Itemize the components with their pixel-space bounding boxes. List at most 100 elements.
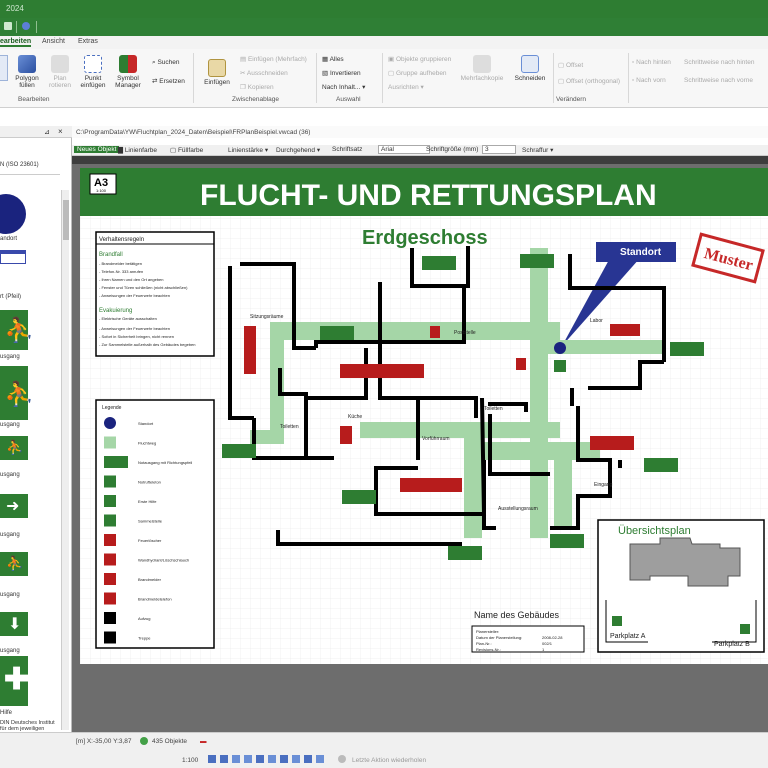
room-labor: Labor <box>590 318 603 324</box>
tab-ansicht[interactable]: Ansicht <box>42 38 65 45</box>
plan-sheet[interactable]: A3 1:100 FLUCHT- UND RETTUNGSPLAN Erdges… <box>80 168 768 664</box>
evakuierung-title: Evakuierung <box>99 308 132 314</box>
fuellfarbe-dropdown[interactable]: ▢ Füllfarbe <box>170 147 204 154</box>
snap-toggle-icon[interactable] <box>220 755 228 763</box>
schrittweise-vorne-button[interactable]: Schrittweise nach vorne <box>684 77 754 84</box>
offset-icon: ▢ <box>558 62 566 69</box>
alles-button[interactable]: ▦ Alles <box>322 56 344 63</box>
close-icon[interactable]: × <box>58 127 63 136</box>
room-toiletten-b: Toiletten <box>484 406 503 412</box>
einfuegen-mehrfach-button[interactable]: ▤ Einfügen (Mehrfach) <box>240 56 307 63</box>
legend-item-label: Erste Hilfe <box>138 499 157 504</box>
object-count: 435 Objekte <box>152 738 188 745</box>
symbol-arrow-down[interactable]: ⬇ <box>0 612 28 636</box>
fire-equipment <box>244 324 640 492</box>
nach-hinten-button[interactable]: ▫ Nach hinten <box>632 59 671 66</box>
info-rows: Planersteller:Datum der Planerstellung:2… <box>476 629 563 652</box>
pin-icon[interactable]: ⊿ <box>44 129 50 136</box>
offset-orthogonal-button[interactable]: ▢ Offset (orthogonal) <box>558 78 621 85</box>
legend-item: Fluchtweg <box>104 436 156 449</box>
app-menu-icon[interactable] <box>4 22 12 30</box>
legend-item: Sammelstelle <box>104 514 163 527</box>
nach-inhalt-button[interactable]: Nach Inhalt... ▾ <box>322 84 366 91</box>
scissors-icon <box>521 55 539 73</box>
symbol-exit-combo[interactable]: ⛹ <box>0 552 28 576</box>
symbol-exit-left[interactable]: ⛹ <box>0 310 34 350</box>
kopieren-button[interactable]: ❐ Kopieren <box>240 84 274 91</box>
linienfarbe-dropdown[interactable]: ▇ Linienfarbe <box>118 147 157 154</box>
print-icon[interactable] <box>304 755 312 763</box>
walls <box>228 246 666 546</box>
legend-item-label: Feuerlöscher <box>138 538 162 543</box>
plan-rotieren-button[interactable]: Plan rotieren <box>46 55 74 89</box>
symbol-arrow-right[interactable]: ➜ <box>0 494 28 518</box>
legend-item-label: Notausgang mit Richtungspfeil <box>138 460 192 465</box>
legend-item-label: Treppe <box>138 636 151 641</box>
document-path: C:\ProgramData\YW\Fluchtplan_2024_Daten\… <box>76 129 311 136</box>
linienstaerke-dropdown[interactable]: Linienstärke ▾ <box>228 147 269 154</box>
standort-icon <box>104 417 116 429</box>
nach-vorn-button[interactable]: ▫ Nach vorn <box>632 77 666 84</box>
status-ok-icon <box>140 737 148 745</box>
schriftgroesse-input[interactable]: 3 <box>482 145 516 154</box>
select-tool-icon[interactable] <box>0 55 8 81</box>
redo-icon[interactable] <box>338 755 346 763</box>
font-select[interactable]: Arial <box>378 145 430 154</box>
fire-symbol <box>430 326 440 338</box>
legend-item-label: Sammelstelle <box>138 519 163 524</box>
tab-extras[interactable]: Extras <box>78 38 98 45</box>
ausrichten-button[interactable]: Ausrichten ▾ <box>388 84 424 91</box>
tab-bearbeiten[interactable]: earbeiten <box>0 38 32 47</box>
ortho-toggle-icon[interactable] <box>232 755 240 763</box>
gruppe-aufheben-button[interactable]: ▢ Gruppe aufheben <box>388 70 447 77</box>
schrittweise-hinten-button[interactable]: Schrittweise nach hinten <box>684 59 755 66</box>
linientyp-dropdown[interactable]: Durchgehend ▾ <box>276 147 321 154</box>
neues-objekt-button[interactable]: Neues Objekt <box>74 146 120 153</box>
ersetzen-button[interactable]: ⇄ Ersetzen <box>152 78 185 85</box>
layer-icon[interactable] <box>244 755 252 763</box>
parkplatz-b-outline <box>712 600 757 643</box>
invertieren-button[interactable]: ▧ Invertieren <box>322 70 361 77</box>
info-value: 2008-02-28 <box>542 635 563 640</box>
mehrfachkopie-button[interactable]: Mehrfachkopie <box>460 55 504 82</box>
einfuegen-button[interactable]: Einfügen <box>200 59 234 86</box>
undo-icon[interactable] <box>316 755 324 763</box>
schneiden-button[interactable]: Schneiden <box>512 55 548 82</box>
polygon-fuellen-button[interactable]: Polygon füllen <box>12 55 42 89</box>
zoom-icon[interactable] <box>256 755 264 763</box>
letzte-aktion-button[interactable]: Letzte Aktion wiederholen <box>352 757 427 764</box>
first-aid-icon <box>104 495 116 507</box>
objekte-gruppieren-button[interactable]: ▣ Objekte gruppieren <box>388 56 452 63</box>
bring-front-icon: ▫ <box>632 77 637 84</box>
verhaltensregeln-box <box>95 231 215 357</box>
symbol-label: andort <box>0 236 18 242</box>
scrollbar-thumb[interactable] <box>63 200 69 240</box>
schraffur-dropdown[interactable]: Schraffur ▾ <box>522 147 554 154</box>
symbol-manager-button[interactable]: Symbol Manager <box>112 55 144 89</box>
fit-icon[interactable] <box>280 755 288 763</box>
symbol-standort[interactable] <box>0 194 26 234</box>
ausschneiden-button[interactable]: ✂ Ausschneiden <box>240 70 288 77</box>
scale-value[interactable]: 1:100 <box>182 757 199 764</box>
standort-marker <box>554 342 566 354</box>
qat-separator <box>16 21 17 33</box>
measure-icon[interactable] <box>292 755 300 763</box>
room-kueche: Küche <box>348 414 362 420</box>
save-icon[interactable] <box>22 22 30 30</box>
send-back-icon: ▫ <box>632 59 637 66</box>
legend-item: Notrufteleton <box>104 475 161 488</box>
info-key: Revisions-Nr.: <box>476 647 501 652</box>
symbol-label: usgang <box>0 354 20 360</box>
grid-toggle-icon[interactable] <box>208 755 216 763</box>
symbol-exit-door[interactable]: ⛹ <box>0 366 34 420</box>
symbol-panel-scrollbar[interactable] <box>61 190 69 730</box>
offset-button[interactable]: ▢ Offset <box>558 62 584 69</box>
suchen-button[interactable]: ⌕ Suchen <box>152 59 180 66</box>
ribbon: Polygon füllen Plan rotieren Punkt einfü… <box>0 49 768 108</box>
brandfall-item: - Anweisungen der Feuerwehr beachten <box>99 293 170 298</box>
pan-icon[interactable] <box>268 755 276 763</box>
symbol-exit-small[interactable]: ⛹ <box>0 436 28 460</box>
symbol-standort-pfeil[interactable] <box>0 250 26 264</box>
symbol-first-aid[interactable]: ✚ <box>0 656 29 706</box>
punkt-einfuegen-button[interactable]: Punkt einfügen <box>78 55 108 89</box>
